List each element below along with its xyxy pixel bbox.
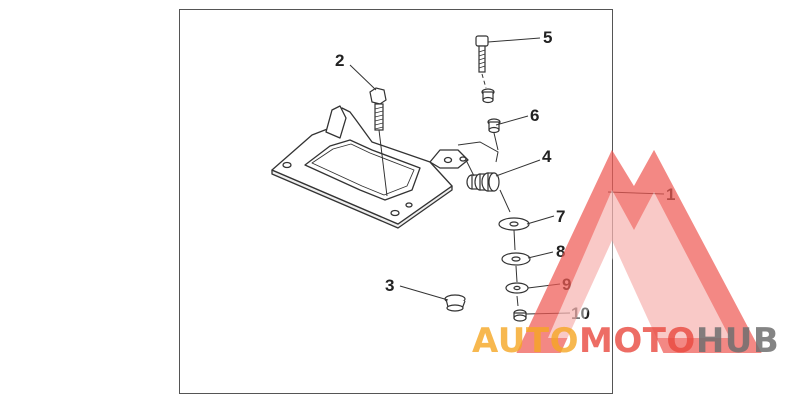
washer	[501, 252, 531, 266]
callout-7: 7	[556, 207, 565, 226]
callout-8: 8	[556, 242, 565, 261]
washer	[505, 282, 529, 294]
washer	[498, 217, 530, 231]
callout-4: 4	[542, 147, 552, 166]
callout-5: 5	[543, 28, 552, 47]
assembly-leader-lines	[457, 132, 519, 307]
callout-3: 3	[385, 276, 394, 295]
mounting-plate	[271, 105, 469, 229]
watermark-text: AUTOMOTOHUB	[472, 321, 779, 361]
watermark-moto: MOTO	[579, 321, 696, 361]
grommet	[444, 294, 466, 312]
screw	[475, 35, 489, 73]
bolt-axis-line	[378, 129, 388, 197]
screw-axis-line	[481, 73, 487, 89]
watermark-logo	[516, 149, 762, 353]
rubber-damper	[466, 172, 500, 192]
watermark-hub: HUB	[696, 321, 779, 361]
callout-2: 2	[335, 51, 344, 70]
collar	[481, 88, 501, 134]
watermark-triangle-icon	[516, 149, 762, 353]
callout-6: 6	[530, 106, 539, 125]
watermark-auto: AUTO	[472, 321, 579, 361]
watermark-inner-triangle-icon	[548, 190, 730, 338]
nut	[513, 309, 527, 322]
